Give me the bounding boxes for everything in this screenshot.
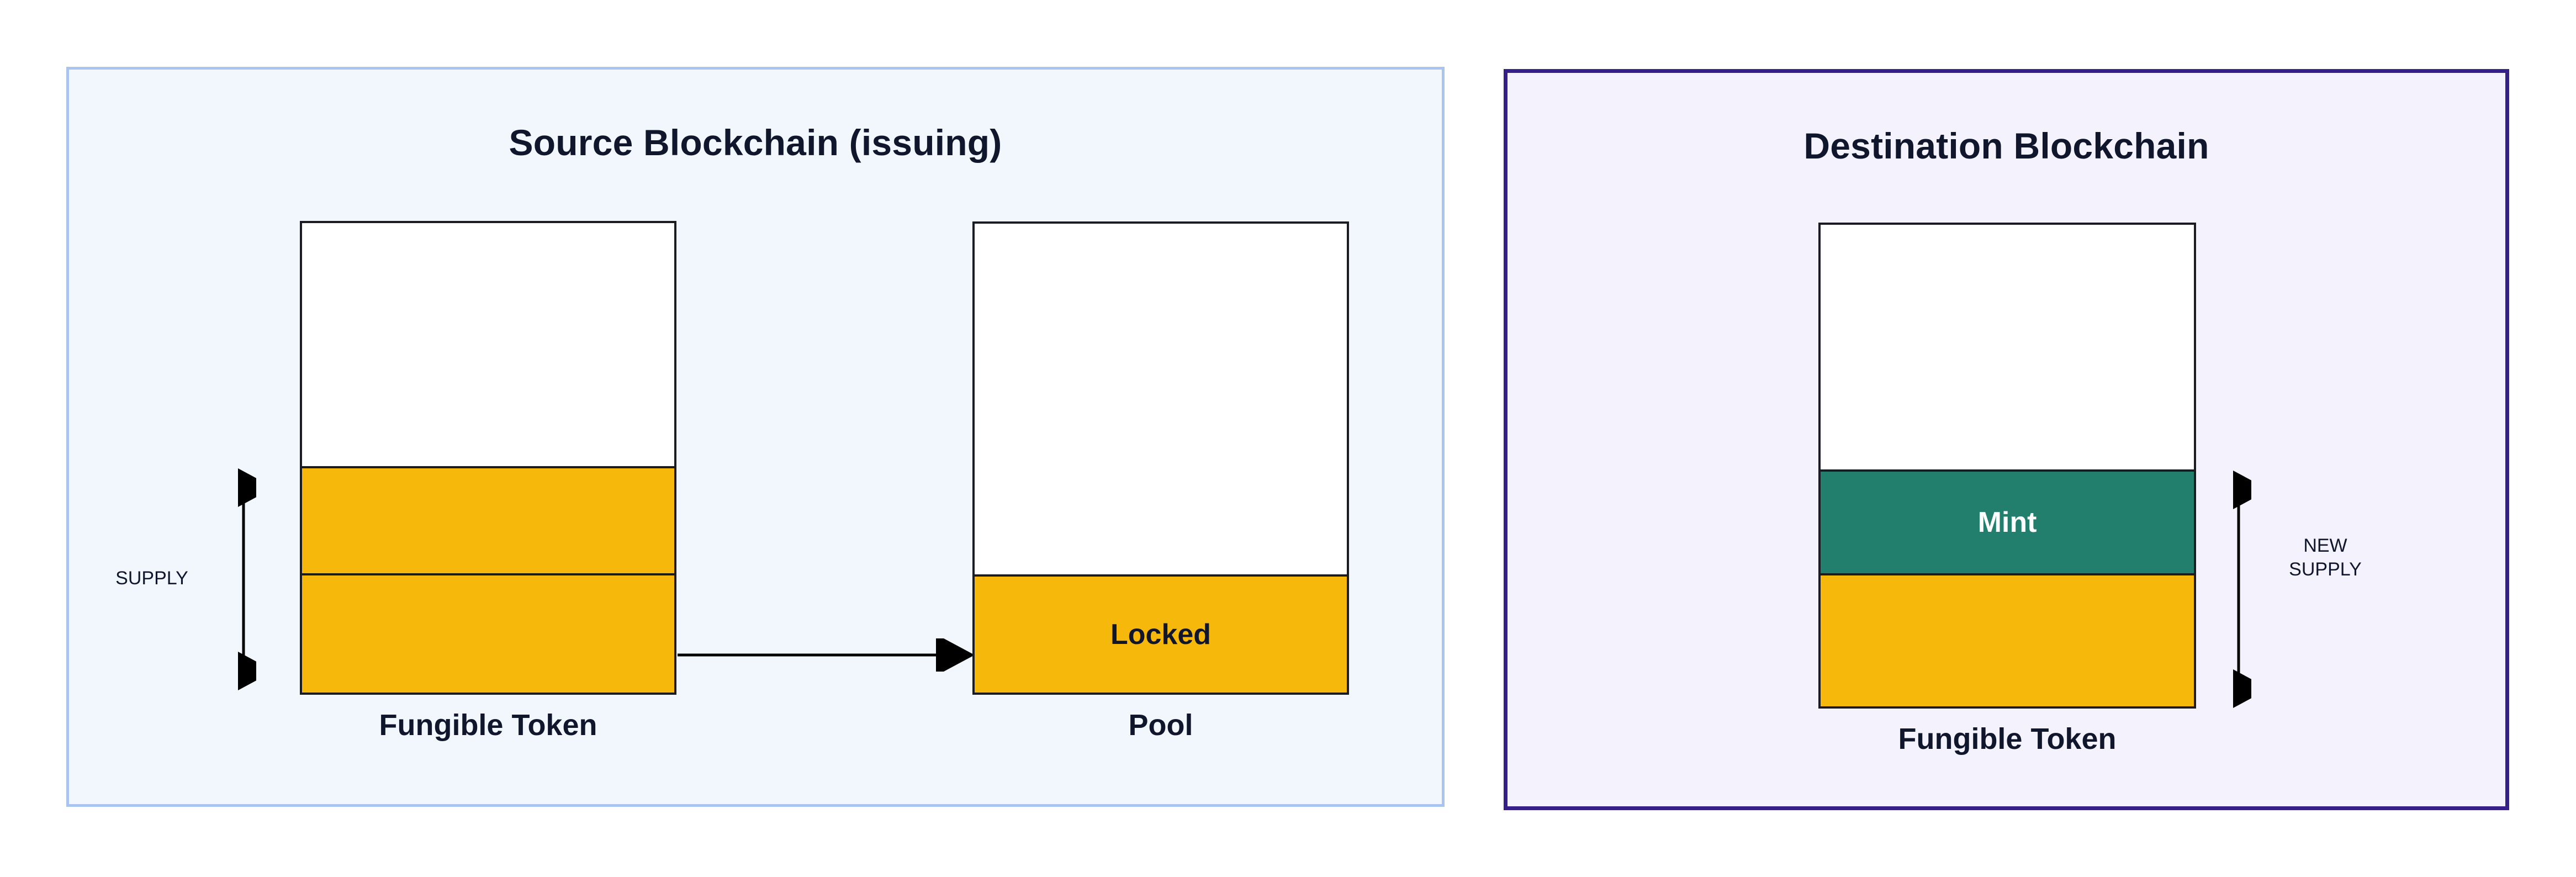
pool-segment-empty	[975, 224, 1347, 574]
supply-dimension-arrow	[238, 468, 256, 690]
source-fungible-token-box: Fungible Token	[300, 221, 676, 742]
source-panel-title: Source Blockchain (issuing)	[509, 122, 1002, 163]
pool-caption: Pool	[1128, 709, 1193, 742]
source-fungible-token-caption: Fungible Token	[379, 709, 597, 742]
pool-segment-locked: Locked	[975, 574, 1347, 693]
source-blockchain-panel: Source Blockchain (issuing) SUPPLY Fungi…	[66, 67, 1445, 807]
supply-dimension-label: SUPPLY	[115, 568, 188, 589]
new-supply-dimension-label: NEW SUPPLY	[2289, 535, 2362, 580]
destination-token-segment-mint: Mint	[1821, 469, 2194, 574]
source-token-segment-unissued	[302, 329, 674, 466]
destination-token-segment-headroom	[1821, 224, 2194, 469]
source-token-segment-circulating	[302, 466, 674, 573]
destination-token-segment-existing	[1821, 573, 2194, 706]
source-token-segment-transferred	[302, 573, 674, 693]
new-supply-dimension-arrow	[2233, 471, 2251, 708]
destination-panel-title: Destination Blockchain	[1803, 125, 2209, 166]
pool-box: Locked Pool	[972, 221, 1349, 742]
destination-fungible-token-box: Mint Fungible Token	[1818, 223, 2196, 756]
destination-blockchain-panel: Destination Blockchain PREVIOUS SUPPLY M…	[1504, 69, 2509, 810]
destination-fungible-token-caption: Fungible Token	[1898, 722, 2117, 756]
lock-transfer-arrow	[678, 638, 975, 672]
